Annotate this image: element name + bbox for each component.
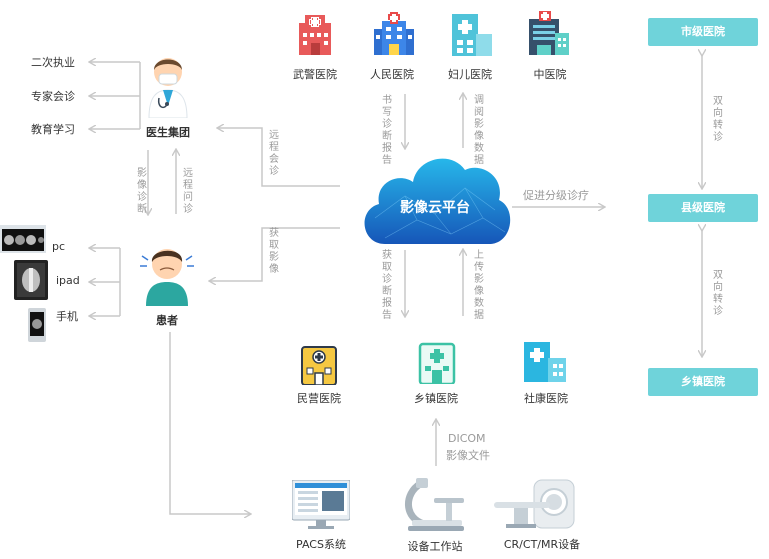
cloud-icon [355, 148, 515, 248]
equipment-label: PACS系统 [296, 538, 346, 551]
tier-township-hospital: 乡镇医院 [648, 368, 758, 396]
pacs-monitor-icon [291, 479, 351, 530]
hospital-label: 中医院 [533, 68, 567, 81]
transfer-label: 双向转诊 [713, 96, 723, 143]
flow-image-diag: 影像诊断 [137, 168, 147, 215]
doctor-avatar-icon [145, 50, 191, 119]
hospital-label: 民营医院 [297, 392, 341, 405]
hospital-yellow-icon [298, 343, 340, 386]
hospital-label: 社康医院 [524, 392, 568, 405]
equipment-label: 设备工作站 [407, 540, 463, 553]
flow-write-report: 书写诊断报告 [382, 95, 392, 166]
ct-scanner-icon [494, 478, 576, 530]
doctor-group-label: 医生集团 [146, 126, 190, 139]
hospital-green-icon [418, 342, 456, 386]
hospital-cyan-icon [524, 342, 566, 382]
device-label: 手机 [56, 310, 78, 323]
hospital-blue-icon [372, 11, 416, 55]
doctor-output-item: 专家会诊 [31, 90, 75, 103]
hospital-label: 乡镇医院 [414, 392, 458, 405]
device-label: ipad [56, 274, 80, 287]
dicom-file-label: 影像文件 [446, 449, 490, 462]
flow-promote: 促进分级诊疗 [523, 189, 589, 202]
patient-avatar-icon [140, 240, 194, 306]
hospital-label: 人民医院 [370, 68, 414, 81]
equipment-label: CR/CT/MR设备 [503, 538, 581, 551]
dicom-label: DICOM [448, 432, 486, 445]
cloud-platform-label: 影像云平台 [400, 200, 470, 216]
phone-scan-icon [28, 308, 46, 342]
flow-remote-consult: 远程会诊 [269, 130, 279, 177]
ipad-scan-icon [14, 260, 48, 300]
doctor-output-item: 二次执业 [31, 56, 75, 69]
device-label: pc [52, 240, 66, 253]
flow-browse-data: 调阅影像数据 [474, 95, 484, 166]
flow-get-image: 获取影像 [269, 228, 279, 275]
hospital-label: 武警医院 [293, 68, 337, 81]
patient-label: 患者 [156, 314, 178, 327]
hospital-red-icon [295, 13, 335, 55]
c-arm-workstation-icon [402, 476, 468, 532]
hospital-teal-icon [452, 14, 492, 56]
flow-upload-data: 上传影像数据 [474, 250, 484, 321]
tier-city-hospital: 市级医院 [648, 18, 758, 46]
doctor-output-item: 教育学习 [31, 123, 75, 136]
hospital-building-icon [527, 11, 571, 55]
flow-remote-inquiry: 远程问诊 [183, 168, 193, 215]
pc-scan-icon [0, 225, 46, 253]
transfer-label: 双向转诊 [713, 270, 723, 317]
tier-county-hospital: 县级医院 [648, 194, 758, 222]
flow-get-report: 获取诊断报告 [382, 250, 392, 321]
hospital-label: 妇儿医院 [448, 68, 492, 81]
